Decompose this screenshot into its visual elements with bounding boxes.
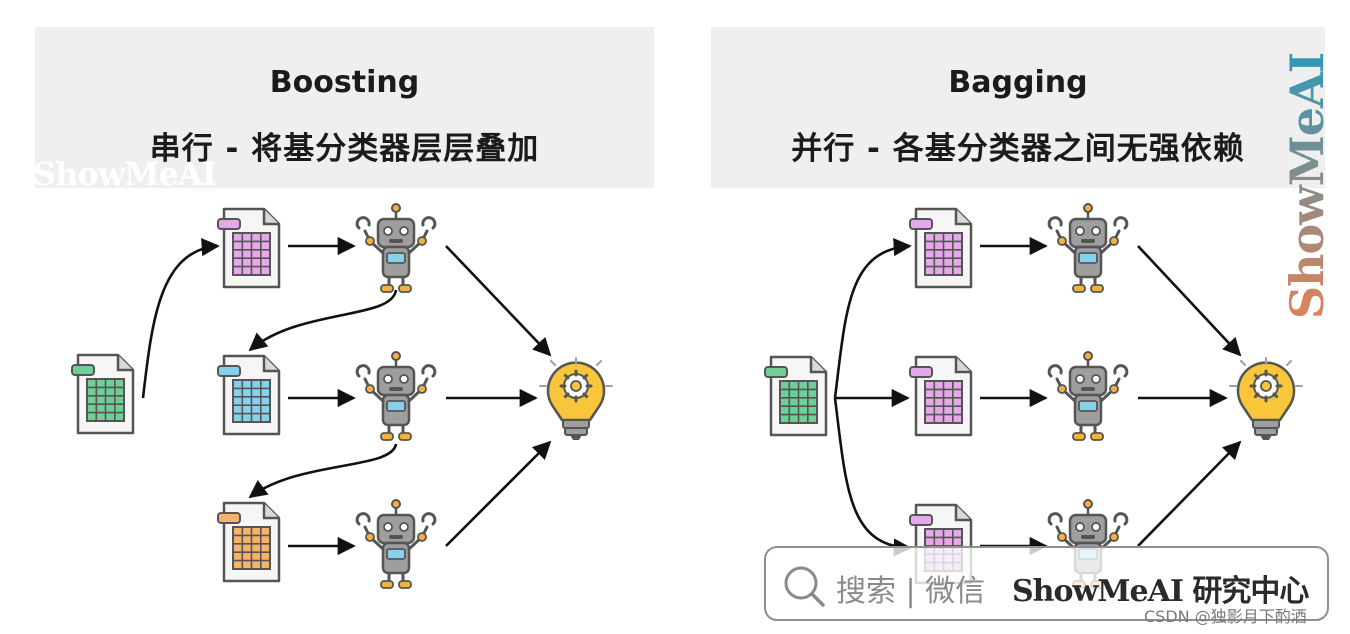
search-bar: 搜索 | 微信 ShowMeAI 研究中心 <box>764 546 1329 621</box>
boost-learner-1-icon <box>355 202 437 294</box>
boost-learner-3-icon <box>355 498 437 590</box>
bag-result-bulb-icon <box>1228 356 1304 442</box>
boosting-header: Boosting 串行 - 将基分类器层层叠加 <box>35 27 654 188</box>
search-brand: ShowMeAI 研究中心 <box>1012 574 1309 609</box>
bagging-title: Bagging <box>948 65 1088 100</box>
bag-learner-2-icon <box>1047 350 1129 442</box>
boosting-title: Boosting <box>269 65 420 100</box>
boost-arrows <box>141 236 552 556</box>
watermark-left: ShowMeAI <box>33 155 217 193</box>
boost-sample-3-icon <box>216 501 281 583</box>
search-icon <box>784 566 825 607</box>
bagging-header: Bagging 并行 - 各基分类器之间无强依赖 <box>711 27 1325 188</box>
bag-learner-1-icon <box>1047 202 1129 294</box>
boost-dataset-icon <box>70 353 135 435</box>
boost-learner-2-icon <box>355 350 437 442</box>
boost-result-bulb-icon <box>538 356 614 442</box>
boosting-subtitle: 串行 - 将基分类器层层叠加 <box>149 131 540 167</box>
bag-sample-1-icon <box>908 207 973 289</box>
bag-dataset-icon <box>763 355 828 437</box>
bag-arrows <box>833 236 1242 557</box>
boost-sample-1-icon <box>216 207 281 289</box>
bagging-subtitle: 并行 - 各基分类器之间无强依赖 <box>791 131 1245 167</box>
boost-sample-2-icon <box>216 354 281 436</box>
search-label: 搜索 | 微信 <box>836 574 986 609</box>
credit-watermark: CSDN @独影月下酌酒 <box>1144 607 1307 626</box>
bag-sample-2-icon <box>908 355 973 437</box>
